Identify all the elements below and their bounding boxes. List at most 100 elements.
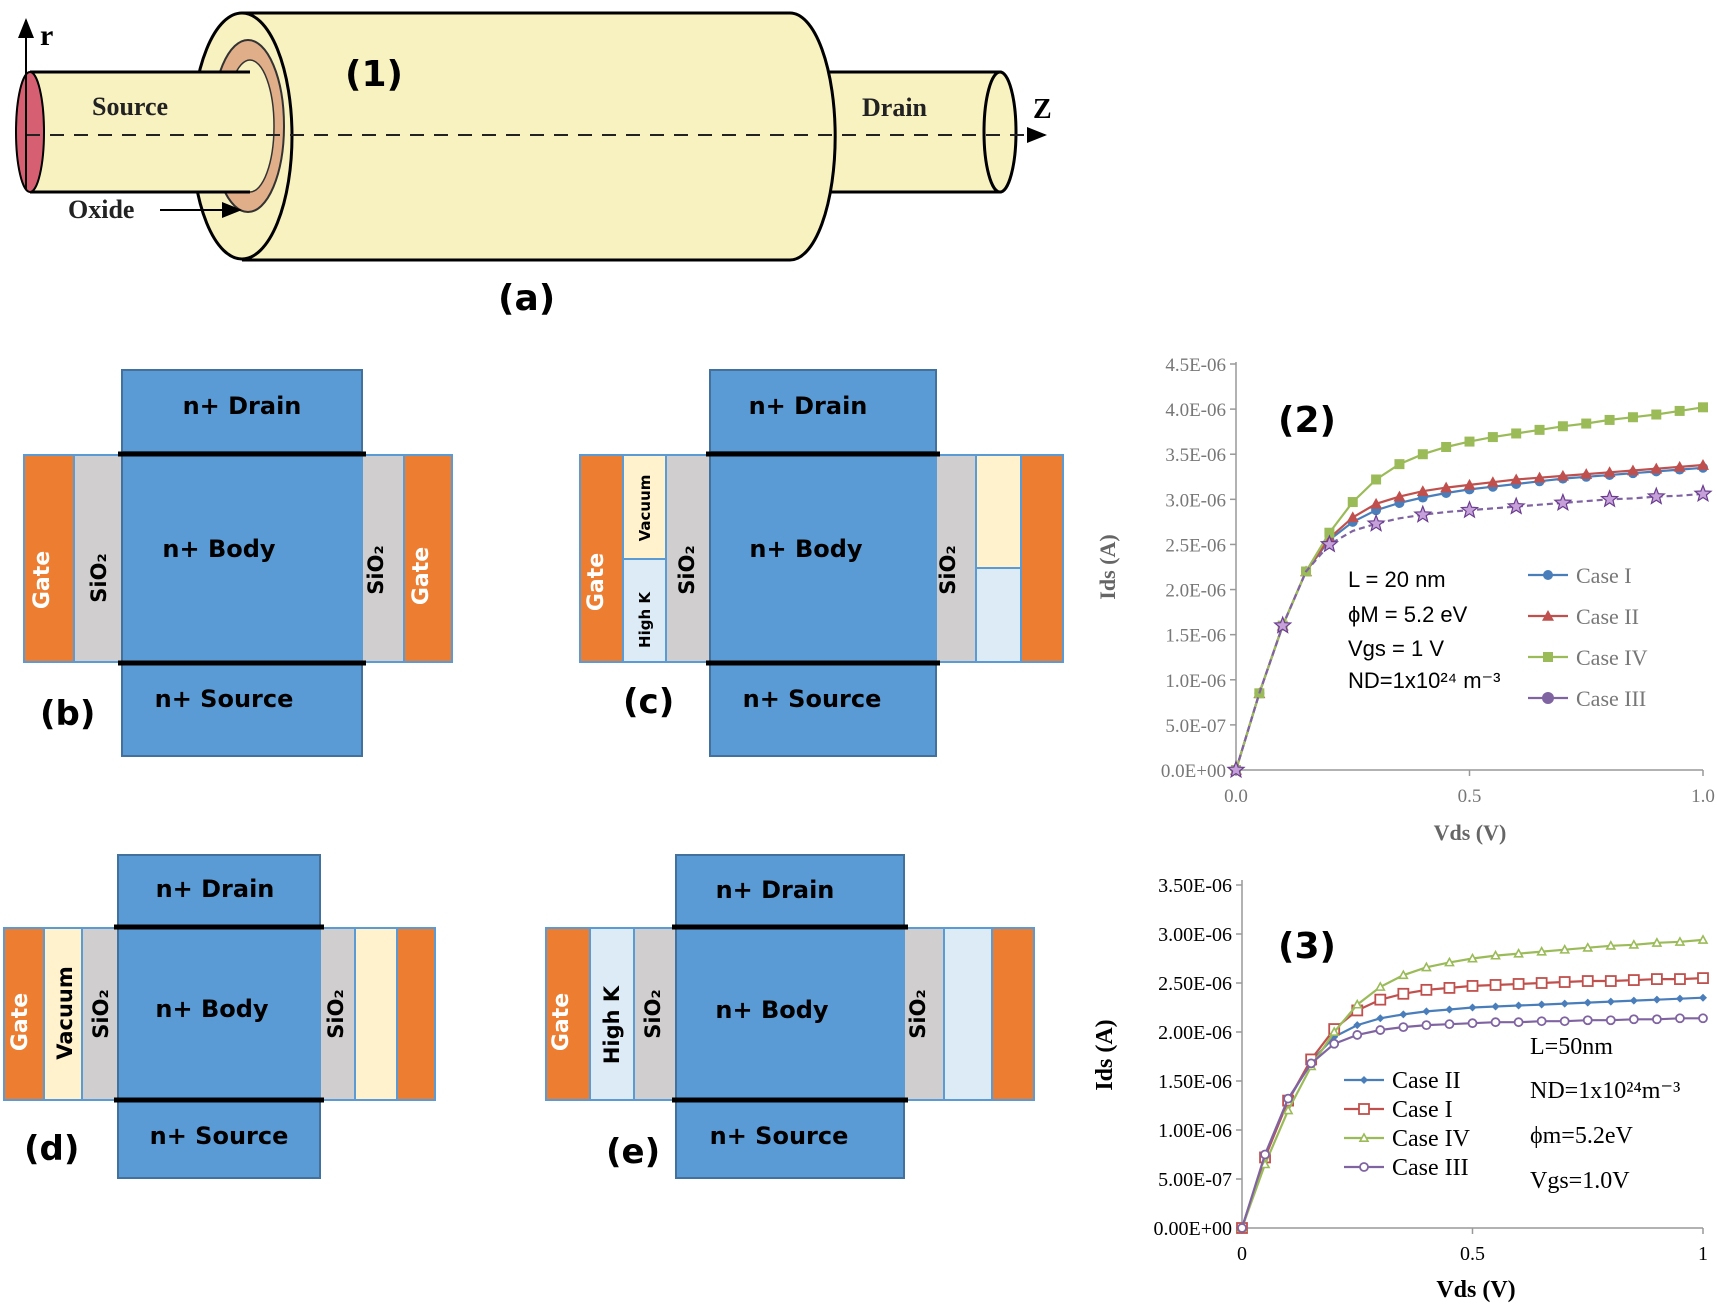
legend-label: Case I [1576,563,1632,588]
data-point [1652,995,1661,1004]
panel-a-cylinder [15,11,1047,262]
data-point [1359,1162,1369,1172]
data-point [1468,1003,1477,1012]
annotation-workfunction: ϕM = 5.2 eV [1348,602,1468,627]
data-point [1445,1005,1454,1014]
y-axis-label: Ids (A) [1092,1019,1118,1090]
caption-a: (a) [498,278,555,319]
data-point [1652,1014,1662,1025]
y-tick-label: 2.0E-06 [1165,581,1226,602]
series-line [1234,492,1704,771]
data-point [1282,1104,1294,1115]
data-point [1651,937,1663,947]
data-point [1627,412,1638,423]
data-point [1599,489,1620,508]
data-point [1583,998,1592,1007]
data-point [1533,471,1546,483]
data-point [1512,978,1525,990]
body-label: n+ Body [155,995,269,1023]
data-point [1467,1018,1478,1029]
data-point [1443,982,1456,994]
source-label: Source [92,92,168,121]
chart-label-3: (3) [1278,926,1336,967]
x-axis-label: Vds (V) [1434,820,1507,845]
sio2-left [73,454,123,663]
y-tick-label: 3.00E-06 [1158,924,1232,946]
data-point [1651,409,1662,420]
structure-b [23,369,453,757]
data-point [1422,1007,1431,1016]
gate-label: Gate [30,551,55,609]
data-point [1374,993,1387,1006]
vacuum-region-right [975,454,1022,569]
highk-region [622,558,667,663]
data-point [1347,497,1358,508]
data-point [1536,945,1548,956]
source-block [117,1099,321,1179]
body-label: n+ Body [749,535,863,563]
y-tick-label: 0.00E+00 [1154,1218,1233,1240]
drain-label: Drain [862,93,928,122]
data-point [1490,1017,1501,1028]
data-point [1237,1223,1247,1233]
data-point [1366,513,1386,532]
sio2-right [935,454,977,663]
y-tick-label: 4.0E-06 [1165,400,1226,421]
data-point [1697,972,1709,984]
data-point [1370,497,1383,509]
data-point [1581,418,1592,429]
data-point [1582,942,1594,952]
y-tick-label: 3.50E-06 [1158,875,1232,897]
gate-label: Gate [409,547,434,605]
data-point [1444,956,1455,967]
x-tick-label: 0.0 [1224,786,1248,807]
legend-label: Case IV [1392,1126,1471,1152]
caption-b: (b) [40,694,95,734]
vacuum-region [622,454,667,560]
data-point [1346,511,1359,523]
data-point [1697,934,1709,944]
data-point [1582,1015,1593,1026]
data-point [1675,1013,1685,1024]
data-point [1543,570,1553,580]
data-point [1351,998,1363,1009]
z-axis-label: Z [1033,94,1052,125]
y-tick-label: 2.50E-06 [1158,973,1232,995]
data-point [1421,1020,1432,1031]
data-point [1559,1016,1570,1027]
data-point [1627,974,1640,986]
sio2-label: SiO₂ [87,553,111,602]
data-point [1416,485,1429,497]
drain-label: n+ Drain [749,392,868,420]
vacuum-region-right [354,927,398,1101]
gate-right [991,927,1035,1101]
data-point [1693,483,1713,503]
sio2-label: SiO₂ [324,989,348,1038]
data-point [1420,983,1433,996]
data-point [1542,610,1554,621]
data-point [1352,1030,1363,1040]
data-point [1606,997,1615,1006]
series-line [1234,406,1704,771]
data-point [1413,504,1433,523]
gate-label: Gate [8,993,33,1051]
data-point [1394,459,1405,470]
data-point [1513,947,1524,958]
gate-label: Gate [584,553,609,611]
data-point [1581,975,1594,987]
data-point [1319,534,1339,553]
data-point [1260,1149,1270,1160]
data-point [1459,500,1480,519]
x-tick-label: 0.5 [1458,786,1482,807]
data-point [1514,1001,1523,1010]
data-point [1697,459,1709,470]
annotation-workfunction: ϕm=5.2eV [1530,1123,1633,1149]
y-tick-label: 1.0E-06 [1165,671,1226,692]
data-point [1491,1002,1500,1011]
gate-cylinder-right-edge [789,11,837,262]
x-axis-label: Vds (V) [1436,1277,1515,1303]
y-tick-label: 3.5E-06 [1165,445,1226,466]
sio2-label: SiO₂ [675,545,699,594]
data-point [1651,973,1663,985]
